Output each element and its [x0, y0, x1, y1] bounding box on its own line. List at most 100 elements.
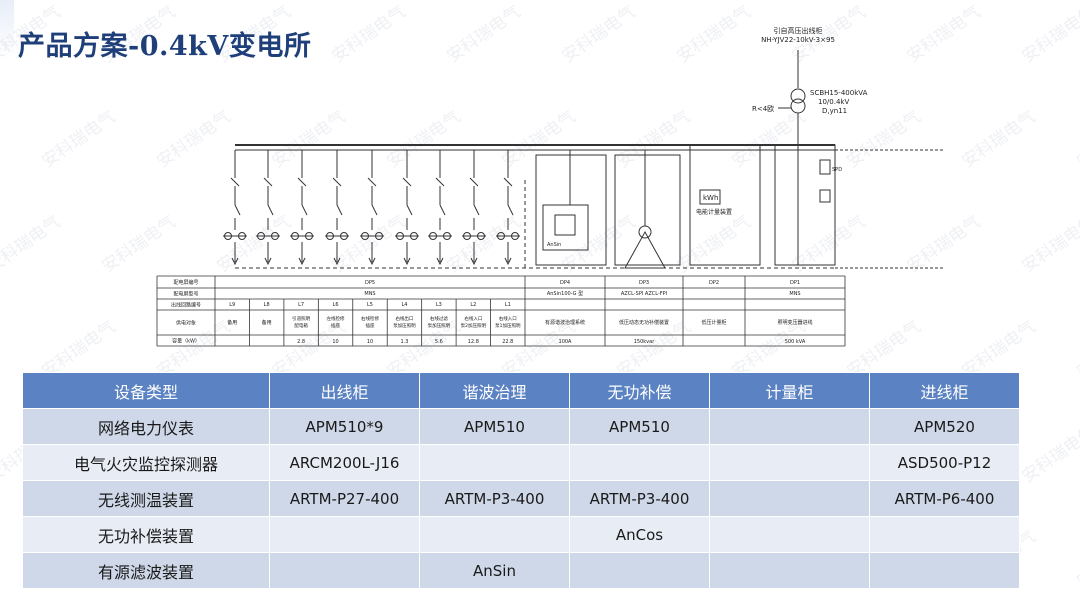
- transformer-label-1: SCBH15-400kVA: [810, 89, 868, 97]
- cabinet-dp3: [614, 154, 681, 266]
- table-row: 网络电力仪表 APM510*9 APM510 APM510 APM520: [22, 408, 1020, 445]
- table-row: 有源滤波装置 AnSin: [22, 552, 1020, 589]
- schedule-target: 右线入口: [499, 315, 517, 322]
- outgoing-feeder: [223, 150, 247, 266]
- table-cell: ARCM200L-J16: [269, 444, 420, 481]
- schedule-circuit: L7: [298, 302, 304, 308]
- schedule-target: 备用: [227, 319, 237, 326]
- table-cell: ASD500-P12: [869, 444, 1020, 481]
- cabinet-dp1: [774, 144, 836, 266]
- schedule-row-header: 配电屏型号: [173, 291, 198, 298]
- table-cell: [869, 552, 1020, 589]
- schedule-panel-label: DP3: [639, 280, 649, 286]
- schedule-target: 配电箱: [294, 322, 308, 329]
- schedule-capacity: 150kvar: [634, 339, 655, 345]
- capacitor-bank: [624, 230, 666, 269]
- schedule-circuit: L5: [367, 302, 373, 308]
- schedule-target: 低压动态无功补偿装置: [619, 319, 669, 326]
- table-row: 电气火灾监控探测器 ARCM200L-J16 ASD500-P12: [22, 444, 1020, 481]
- header-harmonic: 谐波治理: [419, 372, 570, 409]
- table-cell: 有源滤波装置: [22, 552, 270, 589]
- fuse-box: [819, 189, 831, 203]
- corner-decoration: [0, 0, 14, 60]
- outgoing-feeder: [256, 150, 280, 266]
- table-cell: 网络电力仪表: [22, 408, 270, 445]
- table-cell: [269, 516, 420, 553]
- meter-device-label: 电能计量装置: [696, 208, 732, 216]
- header-device-type: 设备类型: [22, 372, 270, 409]
- table-cell: AnSin: [419, 552, 570, 589]
- schedule-model-label: AZCL-SPI AZCL-FPI: [621, 291, 667, 297]
- transformer-label-2: 10/0.4kV: [818, 98, 849, 106]
- outgoing-feeder: [325, 150, 349, 266]
- table-cell: [569, 552, 710, 589]
- transformer-secondary-coil: [790, 98, 806, 114]
- header-incoming: 进线柜: [869, 372, 1020, 409]
- schedule-target: 备用: [262, 319, 272, 326]
- header-reactive: 无功补偿: [569, 372, 710, 409]
- table-cell: APM510: [569, 408, 710, 445]
- schedule-panel-label: DP1: [790, 280, 800, 286]
- table-row: 无线测温装置 ARTM-P27-400 ARTM-P3-400 ARTM-P3-…: [22, 480, 1020, 517]
- kwh-label: kWh: [703, 194, 718, 202]
- relay-label: R<4欧: [752, 104, 774, 113]
- header-metering: 计量柜: [709, 372, 870, 409]
- schedule-circuit: L8: [264, 302, 270, 308]
- schedule-model-label: AnSin100-G 型: [547, 290, 583, 297]
- schedule-capacity: 1.3: [400, 339, 408, 345]
- apf-tag: AnSin: [547, 242, 561, 248]
- page-title: 产品方案-0.4kV变电所: [18, 31, 312, 62]
- schedule-target: 右线入口: [464, 315, 482, 322]
- schedule-circuit: L4: [401, 302, 407, 308]
- incoming-label-1: 引自高压出线柜: [774, 26, 823, 35]
- transformer-primary-coil: [790, 88, 806, 104]
- panel-schedule-table: 配电屏编号配电屏型号出线回路编号供电对象容量（kW）DP5MNSL9备用L8备用…: [156, 275, 846, 347]
- schedule-target: 左线检修: [327, 315, 345, 322]
- schedule-row-header: 出线回路编号: [171, 302, 201, 309]
- schedule-target: 低压计量柜: [701, 319, 726, 326]
- table-cell: [869, 516, 1020, 553]
- schedule-target: 右线检修: [361, 315, 379, 322]
- outgoing-feeder: [428, 150, 452, 266]
- table-header-row: 设备类型 出线柜 谐波治理 无功补偿 计量柜 进线柜: [22, 372, 1020, 409]
- equipment-table-wrap: 设备类型 出线柜 谐波治理 无功补偿 计量柜 进线柜 网络电力仪表 APM510…: [22, 372, 1020, 589]
- schedule-capacity: 12.8: [468, 339, 479, 345]
- outgoing-feeder: [496, 150, 520, 266]
- outgoing-feeder: [290, 150, 314, 266]
- schedule-target: 有源谐波治理系统: [545, 319, 585, 326]
- schedule-circuit: L2: [470, 302, 476, 308]
- spd-box: [819, 159, 831, 175]
- spd-label: SPD: [832, 167, 842, 173]
- schedule-circuit: L6: [333, 302, 339, 308]
- outgoing-feeder: [360, 150, 384, 266]
- watermark-text: 安科瑞电气: [1018, 421, 1080, 488]
- table-cell: APM510: [419, 408, 570, 445]
- schedule-row-header: 供电对象: [176, 320, 196, 327]
- schedule-target: 右线过滤: [430, 315, 448, 322]
- schedule-model-label: MNS: [789, 291, 800, 297]
- outgoing-feeder: [462, 150, 486, 266]
- schedule-target: 泵加压照明: [393, 322, 416, 329]
- schedule-target: 插座: [366, 322, 375, 329]
- schedule-capacity: 22.8: [502, 339, 513, 345]
- table-cell: 无线测温装置: [22, 480, 270, 517]
- apf-module: [542, 204, 589, 251]
- schedule-panel-label: DP4: [560, 280, 570, 286]
- outgoing-feeder: [395, 150, 419, 266]
- table-cell: ARTM-P27-400: [269, 480, 420, 517]
- schedule-target: 照明变压器进线: [777, 319, 812, 326]
- table-cell: [419, 516, 570, 553]
- equipment-table: 设备类型 出线柜 谐波治理 无功补偿 计量柜 进线柜 网络电力仪表 APM510…: [22, 372, 1020, 589]
- table-cell: [269, 552, 420, 589]
- kwh-meter-box: [699, 189, 721, 205]
- table-cell: ARTM-P6-400: [869, 480, 1020, 517]
- schedule-row-header: 容量（kW）: [172, 338, 200, 345]
- single-line-diagram: 引自高压出线柜 NH-YJV22-10kV-3×95 SCBH15-400kVA…: [156, 26, 945, 347]
- incoming-label-2: NH-YJV22-10kV-3×95: [761, 36, 835, 44]
- schedule-panel-label: DP5: [365, 280, 375, 286]
- schedule-circuit: L1: [505, 302, 511, 308]
- table-cell: [709, 408, 870, 445]
- cabinet-dp4: [535, 154, 607, 266]
- schedule-target: 引道照明: [292, 315, 310, 322]
- schedule-capacity: 2.8: [297, 339, 305, 345]
